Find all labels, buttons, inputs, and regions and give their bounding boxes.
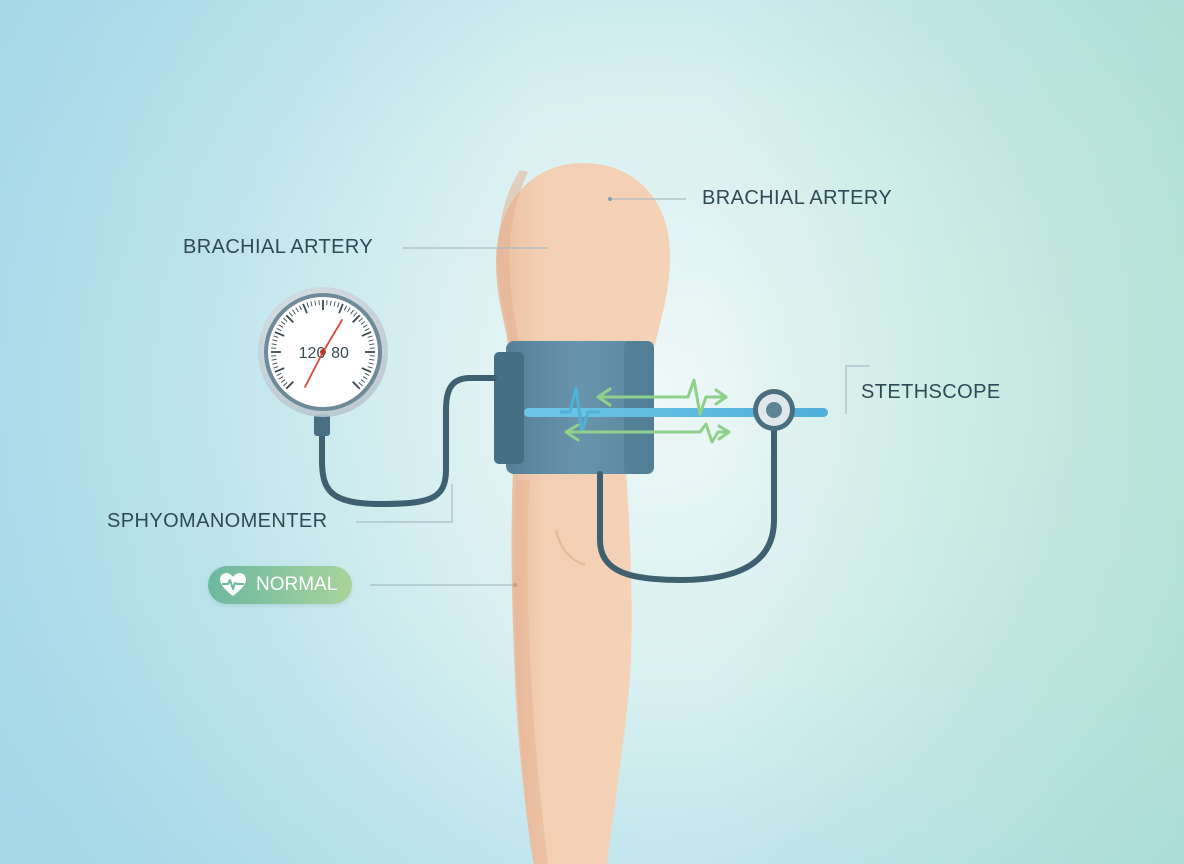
gauge-ticks bbox=[271, 300, 375, 390]
gauge-tick bbox=[333, 301, 336, 307]
pulse-arrows bbox=[564, 378, 731, 444]
elbow-crease bbox=[555, 529, 586, 566]
gauge-tick bbox=[369, 343, 375, 346]
gauge-tick bbox=[306, 302, 309, 308]
gauge-tick bbox=[298, 305, 303, 311]
gauge-tick bbox=[367, 335, 373, 338]
gauge-tick bbox=[352, 314, 361, 323]
gauge-tick bbox=[278, 324, 284, 328]
label-brachial-artery-left: BRACHIAL ARTERY bbox=[183, 236, 374, 258]
gauge-tick bbox=[276, 372, 282, 377]
forearm-shade bbox=[514, 480, 548, 864]
gauge-systolic: 120 bbox=[299, 345, 326, 362]
gauge-tick bbox=[272, 339, 278, 342]
gauge-tick bbox=[368, 362, 374, 365]
leader-stethoscope bbox=[845, 365, 870, 414]
gauge-tick bbox=[272, 362, 278, 365]
sphygmomanometer-gauge: 120 80 bbox=[258, 287, 388, 436]
gauge-tick bbox=[358, 317, 363, 322]
gauge-tick bbox=[343, 305, 348, 311]
gauge-tick bbox=[362, 376, 368, 380]
gauge-tick bbox=[283, 317, 288, 322]
gauge-tick bbox=[295, 307, 299, 313]
status-badge: NORMAL bbox=[208, 566, 352, 604]
status-label: NORMAL bbox=[256, 574, 338, 595]
gauge-tick bbox=[364, 327, 370, 332]
bp-cuff bbox=[494, 341, 654, 474]
gauge-tick bbox=[280, 379, 286, 383]
gauge-tick bbox=[283, 382, 288, 387]
gauge-tick bbox=[353, 312, 358, 317]
gauge-tick bbox=[314, 300, 317, 306]
stethoscope-head bbox=[753, 389, 795, 431]
gauge-tick bbox=[352, 381, 361, 390]
heart-pulse-icon bbox=[220, 573, 246, 596]
gauge-tick bbox=[360, 321, 366, 325]
gauge-diastolic: 80 bbox=[331, 345, 349, 362]
gauge-tick bbox=[310, 301, 313, 307]
arm bbox=[496, 163, 670, 864]
gauge-tick bbox=[280, 321, 286, 325]
gauge-needle bbox=[322, 319, 343, 353]
gauge-tick bbox=[360, 379, 366, 383]
gauge-tick bbox=[367, 366, 373, 369]
gauge-tick bbox=[278, 376, 284, 380]
gauge-tick bbox=[358, 382, 363, 387]
gauge-tick bbox=[285, 381, 294, 390]
gauge-tick bbox=[274, 367, 285, 373]
gauge-tick bbox=[302, 303, 308, 314]
gauge-tick bbox=[361, 367, 372, 373]
gauge-tick bbox=[362, 324, 368, 328]
arm-shade bbox=[497, 170, 528, 345]
gauge-tick bbox=[273, 335, 279, 338]
gauge-tick bbox=[285, 314, 294, 323]
gauge-tick bbox=[361, 331, 372, 337]
gauge-tick bbox=[271, 343, 277, 346]
gauge-tick bbox=[274, 331, 285, 337]
gauge-tick bbox=[347, 307, 351, 313]
gauge-tick bbox=[273, 366, 279, 369]
label-brachial-artery-right: BRACHIAL ARTERY bbox=[702, 187, 893, 209]
gauge-tick bbox=[288, 312, 293, 317]
stethoscope-tube bbox=[597, 425, 777, 584]
gauge-tick bbox=[364, 372, 370, 377]
label-sphygmomanometer: SPHYOMANOMENTER bbox=[107, 510, 328, 532]
gauge-tick bbox=[368, 339, 374, 342]
gauge-tick bbox=[369, 358, 375, 361]
leader-lines bbox=[356, 197, 870, 587]
gauge-tick bbox=[338, 303, 344, 314]
label-stethoscope: STETHSCOPE bbox=[861, 381, 1001, 403]
gauge-tick bbox=[337, 302, 340, 308]
upper-arm bbox=[496, 163, 670, 345]
gauge-tick bbox=[329, 300, 332, 306]
artery-line bbox=[524, 386, 828, 434]
gauge-tick bbox=[276, 327, 282, 332]
gauge-tick bbox=[350, 309, 354, 315]
gauge-tick bbox=[271, 358, 277, 361]
gauge-tick bbox=[292, 309, 296, 315]
forearm bbox=[511, 470, 632, 864]
leader-sphygmomanometer bbox=[356, 484, 453, 523]
gauge-tube bbox=[319, 375, 497, 508]
